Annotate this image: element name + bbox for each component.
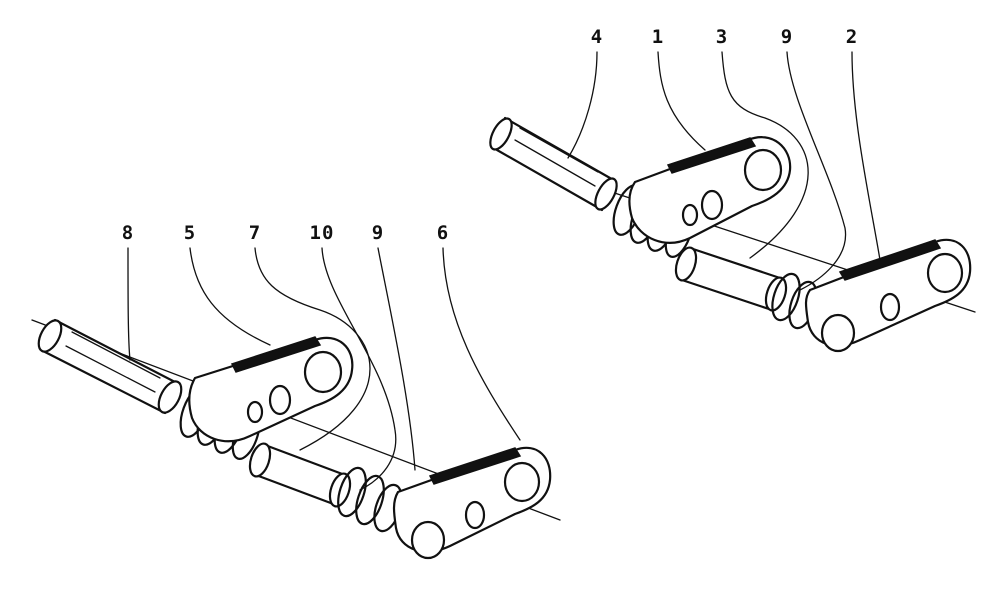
callout-3: 3 xyxy=(715,26,729,48)
leader-lines-lower xyxy=(127,247,521,491)
link-part-1 xyxy=(628,136,792,244)
callout-6: 6 xyxy=(436,222,450,244)
seal-rings-right xyxy=(337,466,403,533)
assembly-upper-right xyxy=(489,51,976,353)
callout-2: 2 xyxy=(845,26,859,48)
callout-9-lower: 9 xyxy=(371,222,385,244)
link-part-5 xyxy=(188,336,354,443)
callout-8: 8 xyxy=(121,222,135,244)
link-part-6 xyxy=(392,446,552,560)
pin-part-4 xyxy=(489,116,618,212)
callout-9-upper: 9 xyxy=(780,26,794,48)
link-part-2 xyxy=(804,238,972,353)
callout-1: 1 xyxy=(651,26,665,48)
callout-10: 10 xyxy=(309,222,335,244)
bushing-part-7 xyxy=(248,442,352,508)
assembly-lower-left xyxy=(31,247,561,560)
callout-7: 7 xyxy=(248,222,262,244)
callout-4: 4 xyxy=(590,26,604,48)
pin-part-8 xyxy=(37,318,183,415)
callout-5: 5 xyxy=(183,222,197,244)
leader-lines-upper xyxy=(567,51,881,291)
